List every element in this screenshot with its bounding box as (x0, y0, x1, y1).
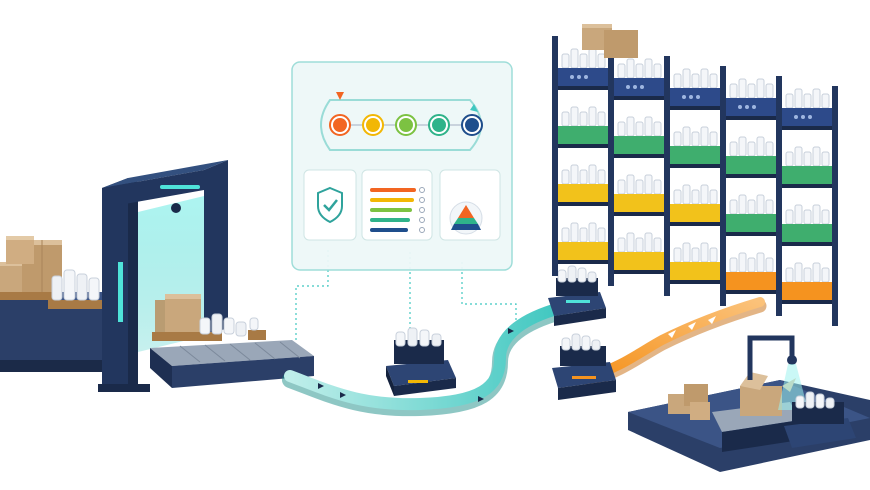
rack-bin (558, 222, 608, 264)
conveyor-belt-icon (150, 340, 314, 388)
bar-list-dot-4 (419, 217, 425, 223)
bar-list-dot-5 (419, 227, 425, 233)
progress-step-dot-2 (366, 118, 380, 132)
bar-list-icon (370, 187, 425, 233)
pallet-boxes-icon (0, 236, 62, 300)
rack-bin (726, 194, 776, 236)
progress-step-dot-5 (465, 118, 479, 132)
packing-station-icon (628, 335, 870, 472)
rack-bin (782, 88, 832, 130)
rack-bin (670, 242, 720, 284)
agv-route-path (282, 302, 568, 417)
rack-upright (608, 46, 614, 286)
rack-bin (726, 136, 776, 178)
progress-step-dot-3 (399, 118, 413, 132)
bar-list-bar-2 (370, 198, 414, 202)
bar-list-bar-5 (370, 228, 408, 232)
pyramid-icon (449, 201, 483, 235)
rack-bin (614, 116, 664, 158)
rack-bin (670, 126, 720, 168)
agv-robot-icon (386, 327, 456, 396)
bar-list-dot-3 (419, 207, 425, 213)
rack-upright (720, 66, 726, 306)
rack-upright (664, 56, 670, 296)
rack-bin (614, 232, 664, 274)
rack-bin (670, 184, 720, 226)
rack-top-boxes (582, 24, 638, 58)
bar-list-bar-1 (370, 188, 416, 192)
progress-step-dot-4 (432, 118, 446, 132)
rack-upright (776, 76, 782, 316)
rack-upright (832, 86, 838, 326)
rack-bin (782, 204, 832, 246)
progress-steps (329, 114, 483, 136)
rack-bin (670, 68, 720, 110)
rack-bin (726, 252, 776, 294)
rack-bin (782, 262, 832, 304)
bar-list-bar-3 (370, 208, 412, 212)
storage-rack-icon (552, 24, 838, 326)
rack-bin (614, 58, 664, 100)
shield-check-icon (317, 186, 343, 224)
agv-robot-icon (552, 333, 616, 400)
rack-bin (558, 48, 608, 90)
outbound-route-path (583, 297, 767, 387)
progress-step-dot-1 (333, 118, 347, 132)
dashboard-panel (291, 61, 513, 271)
rack-upright (552, 36, 558, 276)
bar-list-dot-2 (419, 197, 425, 203)
bottle-group-left (48, 269, 108, 309)
rack-bin (558, 106, 608, 148)
bar-list-dot-1 (419, 187, 425, 193)
rack-bin (726, 78, 776, 120)
rack-bin (558, 164, 608, 206)
rack-bin (614, 174, 664, 216)
rack-bin (782, 146, 832, 188)
bar-list-bar-4 (370, 218, 410, 222)
agv-robot-icon (548, 265, 606, 326)
pallet-boxes-on-conveyor (152, 294, 266, 341)
